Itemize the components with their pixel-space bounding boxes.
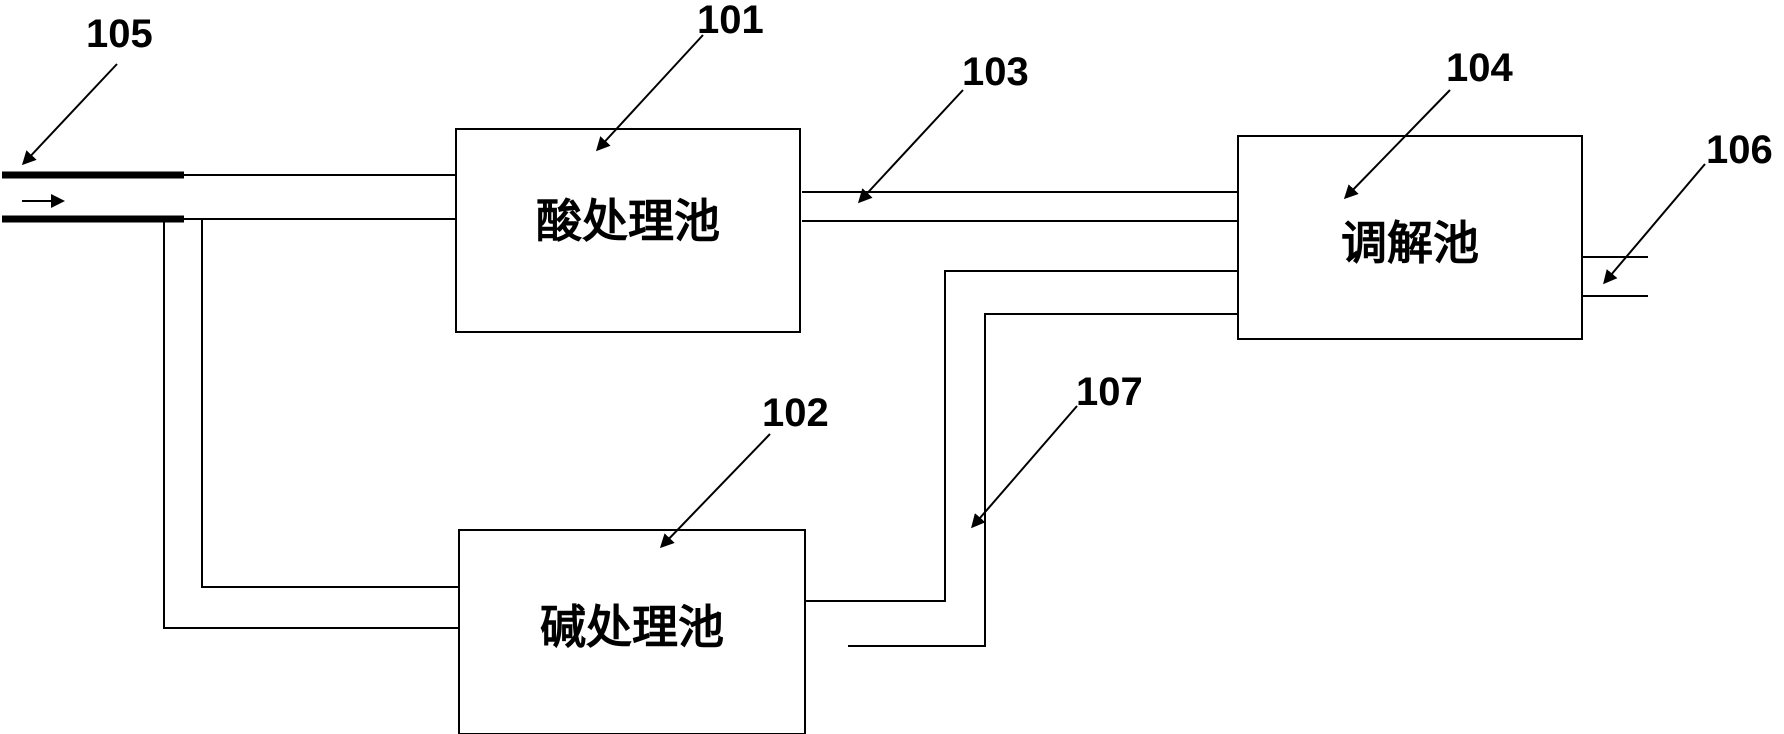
acid-tank-label: 酸处理池 <box>536 194 720 248</box>
acid-feed-pipe <box>184 174 456 220</box>
leader-103 <box>857 89 964 204</box>
alkali-feed-pipe <box>163 219 459 629</box>
alkali-outlet-pipe <box>805 270 1238 647</box>
ref-label-107: 107 <box>1076 370 1143 414</box>
leader-lines <box>21 34 1706 549</box>
ref-label-102: 102 <box>762 391 829 435</box>
acid-treatment-tank: 酸处理池 <box>455 128 801 333</box>
alkali-tank-label: 碱处理池 <box>540 600 724 654</box>
leader-107 <box>971 405 1078 529</box>
ref-label-106: 106 <box>1706 128 1773 172</box>
inlet-pipe <box>2 171 184 223</box>
leader-102 <box>659 433 771 549</box>
outlet-pipe <box>1582 256 1648 297</box>
leader-101 <box>595 34 704 152</box>
leader-105 <box>21 63 118 166</box>
ref-label-103: 103 <box>962 50 1029 94</box>
regulating-tank: 调解池 <box>1237 135 1583 340</box>
ref-label-104: 104 <box>1446 46 1513 90</box>
ref-label-105: 105 <box>86 12 153 56</box>
leader-106 <box>1603 163 1706 285</box>
alkali-treatment-tank: 碱处理池 <box>458 529 806 734</box>
acid-outlet-pipe <box>802 191 1238 222</box>
ref-label-101: 101 <box>697 0 764 42</box>
leader-104 <box>1343 89 1451 200</box>
regulating-tank-label: 调解池 <box>1341 216 1479 270</box>
